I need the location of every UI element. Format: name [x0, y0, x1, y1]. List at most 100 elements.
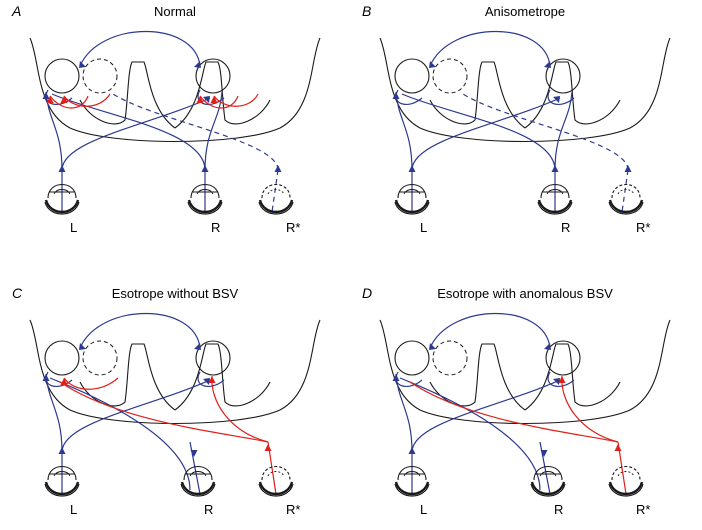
panel-letter: D: [362, 285, 372, 301]
callosal-arc: [79, 312, 201, 349]
blue-arrowhead: [544, 343, 551, 350]
red-arrowhead: [208, 376, 216, 383]
red-arrowhead: [196, 96, 204, 103]
panel-letter: B: [362, 3, 371, 19]
blue-arrowhead: [42, 374, 50, 381]
cortex-outline: [429, 343, 621, 411]
right-cell-circle: [545, 58, 581, 94]
eye-label-l: L: [70, 220, 77, 235]
panel-title: Anisometrope: [485, 4, 565, 19]
cortex-outline: [429, 61, 621, 129]
eye-right-deviated-icon: [257, 183, 295, 216]
blue-arrowhead: [540, 450, 548, 457]
eye-label-l: L: [420, 220, 427, 235]
red-loop-left: [49, 95, 89, 109]
brain-outline: [379, 37, 671, 142]
left-cell-circle: [394, 58, 430, 94]
blue-arrowhead: [408, 447, 416, 454]
red-loop-left-2: [63, 93, 111, 107]
brain-outline: [29, 319, 321, 424]
red-pathway-rstar-ipsi: [211, 375, 269, 443]
red-arrowhead: [264, 444, 272, 451]
eye-label-r: R: [204, 502, 213, 517]
left-cell-circle-dashed: [82, 340, 118, 376]
red-arrowhead: [60, 96, 68, 103]
pathway-r-ipsi: [554, 91, 573, 171]
red-pathway-rstar-ipsi: [561, 375, 619, 443]
brain-outline: [379, 319, 671, 424]
rstar-eye-axis: [621, 169, 629, 213]
cortex-outline: [79, 61, 271, 129]
blue-arrowhead: [392, 374, 400, 381]
blue-arrowhead: [79, 61, 86, 68]
blue-arrowhead: [79, 343, 86, 350]
pathway-r-contra: [49, 377, 191, 491]
right-cell-circle: [545, 340, 581, 376]
blue-arrowhead: [624, 165, 632, 172]
rstar-eye-axis: [271, 169, 279, 213]
blue-arrowhead: [274, 165, 282, 172]
blue-arrowhead: [58, 447, 66, 454]
blue-arrowhead: [194, 61, 201, 68]
blue-arrowhead: [429, 343, 436, 350]
blue-arrowhead: [190, 450, 198, 457]
pathway-l-contra: [61, 97, 211, 171]
local-loop-right: [547, 371, 575, 388]
eye-label-l: L: [70, 502, 77, 517]
blue-arrowhead: [429, 61, 436, 68]
left-cell-circle: [44, 58, 80, 94]
panel-title: Esotrope without BSV: [112, 286, 239, 301]
eye-label-rstar: R*: [286, 502, 300, 517]
callosal-arc: [79, 30, 201, 67]
left-cell-circle: [394, 340, 430, 376]
left-cell-circle-dashed: [82, 58, 118, 94]
red-arrowhead: [46, 96, 54, 103]
left-cell-circle-dashed: [432, 58, 468, 94]
callosal-arc: [429, 30, 551, 67]
red-pathway-rstar: [409, 381, 619, 443]
pathway-l-ipsi: [395, 373, 413, 453]
right-cell-circle: [195, 58, 231, 94]
pathway-r-ipsi: [204, 91, 223, 171]
red-loop-right: [199, 95, 239, 109]
eye-label-rstar: R*: [636, 220, 650, 235]
red-pathway-rstar: [59, 381, 269, 443]
pathway-l-ipsi: [45, 373, 63, 453]
red-arrowhead: [60, 378, 68, 385]
blue-arrowhead: [551, 165, 559, 172]
eye-label-l: L: [420, 502, 427, 517]
blue-arrowhead: [544, 61, 551, 68]
pathway-r-contra: [401, 93, 556, 171]
local-loop-right: [197, 371, 225, 388]
left-cell-circle: [44, 340, 80, 376]
panel-letter: A: [11, 3, 21, 19]
panel-c: C Esotrope without BSV L R R*: [12, 285, 321, 517]
pathway-r-contra: [399, 377, 541, 491]
red-arrowhead: [614, 444, 622, 451]
local-loop-left: [395, 371, 423, 388]
panel-title: Normal: [154, 4, 196, 19]
right-cell-circle: [195, 340, 231, 376]
panel-letter: C: [12, 285, 23, 301]
pathway-rstar: [459, 91, 629, 171]
eye-label-rstar: R*: [286, 220, 300, 235]
blue-arrowhead: [553, 96, 560, 103]
blue-arrowhead: [553, 378, 560, 385]
pathway-r-contra: [51, 93, 206, 171]
red-loop-right-2: [213, 93, 259, 107]
red-arrowhead: [558, 376, 566, 383]
eye-label-r: R: [211, 220, 220, 235]
eye-label-r: R: [554, 502, 563, 517]
blue-arrowhead: [408, 165, 416, 172]
pathway-l-ipsi: [45, 91, 63, 171]
pathway-l-contra: [411, 379, 561, 453]
red-arrowhead: [210, 96, 218, 103]
blue-arrowhead: [42, 92, 50, 99]
pathway-rstar: [109, 91, 279, 171]
eye-label-r: R: [561, 220, 570, 235]
blue-arrowhead: [203, 96, 210, 103]
blue-arrowhead: [392, 92, 400, 99]
blue-arrowhead: [194, 343, 201, 350]
